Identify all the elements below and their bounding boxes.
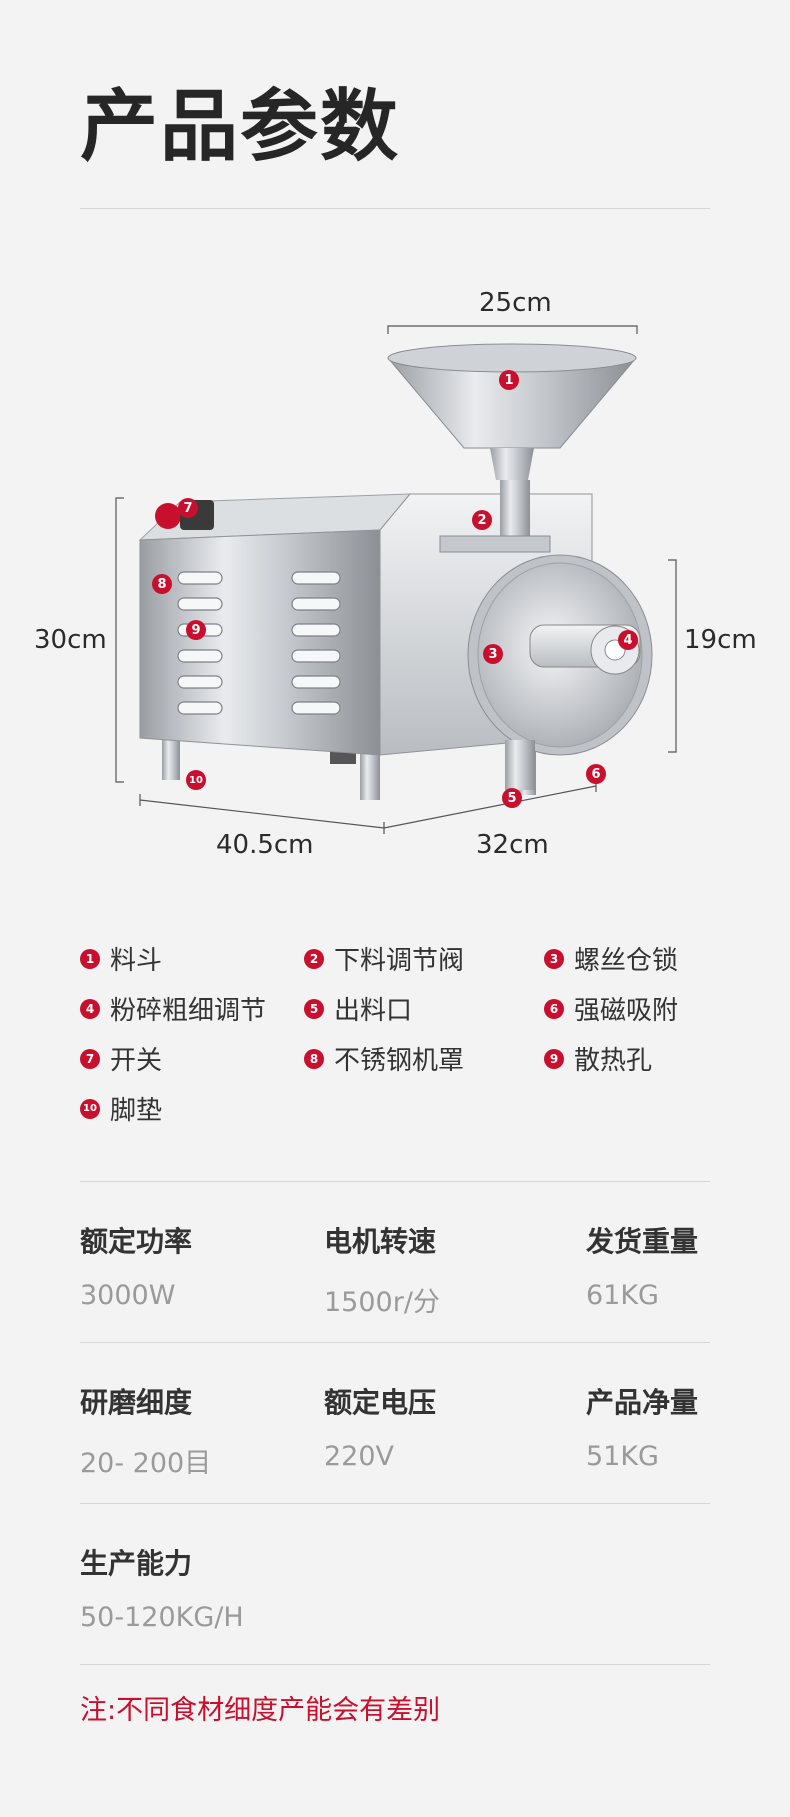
legend-item: 3 螺丝仓锁: [544, 940, 678, 977]
dimension-length: 40.5cm: [216, 830, 314, 860]
spec-label: 额定功率: [80, 1225, 193, 1258]
legend-label: 脚垫: [110, 1096, 163, 1126]
legend-label: 粉碎粗细调节: [110, 996, 267, 1026]
legend-item: 8 不锈钢机罩: [304, 1040, 464, 1077]
legend-number: 10: [80, 1098, 100, 1119]
marker-9: 9: [186, 620, 206, 640]
spec-value: 1500r/分: [324, 1287, 440, 1318]
legend-label: 强磁吸附: [574, 996, 679, 1026]
spec-value: 220V: [324, 1441, 395, 1472]
legend-label: 散热孔: [574, 1046, 653, 1076]
spec-label: 研磨细度: [80, 1386, 193, 1419]
spec-value: 51KG: [586, 1441, 659, 1472]
page-title: 产品参数: [80, 82, 401, 172]
legend-item: 4 粉碎粗细调节: [80, 990, 266, 1027]
legend-item: 1 料斗: [80, 940, 162, 977]
dimension-height-left: 30cm: [34, 625, 107, 655]
legend-label: 料斗: [110, 946, 163, 976]
marker-4: 4: [618, 630, 638, 650]
legend-label: 不锈钢机罩: [334, 1046, 465, 1076]
legend-number: 6: [544, 998, 564, 1019]
legend-label: 开关: [110, 1046, 163, 1076]
dimension-top-width: 25cm: [479, 288, 552, 318]
legend-item: 2 下料调节阀: [304, 940, 464, 977]
marker-2: 2: [472, 510, 492, 530]
marker-3: 3: [483, 644, 503, 664]
spec-label: 产品净量: [586, 1386, 699, 1419]
marker-5: 5: [502, 788, 522, 808]
dimension-height-right: 19cm: [684, 625, 757, 655]
spec-rated-voltage: 额定电压 220V: [324, 1381, 436, 1472]
marker-7: 7: [178, 498, 198, 518]
spec-net-weight: 产品净量 51KG: [586, 1381, 698, 1472]
legend-number: 8: [304, 1048, 324, 1069]
legend-label: 下料调节阀: [334, 946, 465, 976]
legend-number: 1: [80, 948, 100, 969]
legend-item: 6 强磁吸附: [544, 990, 678, 1027]
marker-10: 10: [186, 770, 206, 790]
legend-number: 4: [80, 998, 100, 1019]
spec-label: 发货重量: [586, 1225, 699, 1258]
spec-value: 61KG: [586, 1280, 659, 1311]
legend-item: 10 脚垫: [80, 1090, 162, 1127]
divider: [80, 1181, 710, 1182]
spec-rated-power: 额定功率 3000W: [80, 1220, 192, 1311]
legend-number: 3: [544, 948, 564, 969]
legend-label: 螺丝仓锁: [574, 946, 679, 976]
divider: [80, 208, 710, 209]
legend-label: 出料口: [334, 996, 413, 1026]
spec-label: 电机转速: [324, 1225, 437, 1258]
legend-item: 5 出料口: [304, 990, 412, 1027]
marker-8: 8: [152, 574, 172, 594]
spec-value: 50-120KG/H: [80, 1602, 244, 1633]
marker-1: 1: [499, 370, 519, 390]
legend-number: 7: [80, 1048, 100, 1069]
legend-number: 2: [304, 948, 324, 969]
dimension-depth: 32cm: [476, 830, 549, 860]
spec-grinding-fineness: 研磨细度 20- 200目: [80, 1381, 211, 1480]
spec-shipping-weight: 发货重量 61KG: [586, 1220, 698, 1311]
spec-value: 20- 200目: [80, 1448, 212, 1479]
legend-number: 9: [544, 1048, 564, 1069]
spec-value: 3000W: [80, 1280, 176, 1311]
marker-6: 6: [586, 764, 606, 784]
spec-motor-speed: 电机转速 1500r/分: [324, 1220, 440, 1319]
spec-label: 额定电压: [324, 1386, 437, 1419]
divider: [80, 1342, 710, 1343]
legend-item: 7 开关: [80, 1040, 162, 1077]
legend-item: 9 散热孔: [544, 1040, 652, 1077]
grinder-illustration: [115, 325, 677, 834]
spec-capacity: 生产能力 50-120KG/H: [80, 1542, 244, 1633]
footnote: 注:不同食材细度产能会有差别: [80, 1695, 441, 1726]
divider: [80, 1503, 710, 1504]
legend-number: 5: [304, 998, 324, 1019]
spec-label: 生产能力: [80, 1547, 193, 1580]
divider: [80, 1664, 710, 1665]
